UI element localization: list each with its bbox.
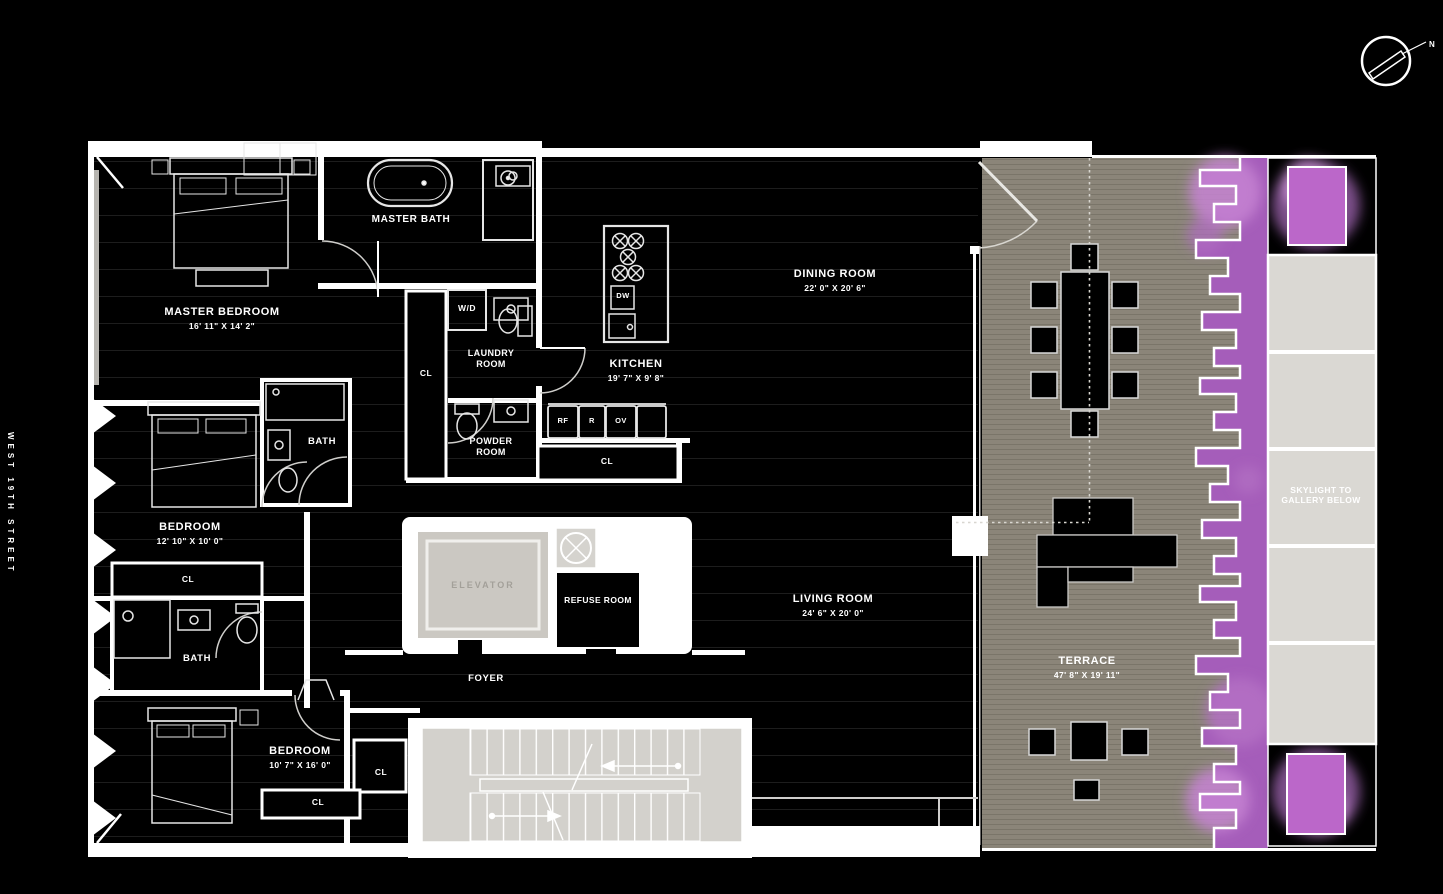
fixtures	[113, 142, 670, 824]
room-label-terrace: TERRACE 47' 8" X 19' 11"	[1053, 655, 1121, 681]
master-bath-fixtures	[366, 158, 534, 337]
outdoor-table	[1060, 271, 1110, 410]
shower-icon	[482, 159, 534, 241]
stair-rail	[479, 778, 689, 792]
elevator-cab	[416, 530, 550, 640]
bedroom3-bed	[147, 707, 259, 824]
north-label: N	[1429, 40, 1435, 49]
bath-lower-fixtures	[113, 599, 259, 659]
planter-box-bottom	[1286, 753, 1346, 835]
laundry-powder-fixtures	[447, 289, 529, 440]
planting-strip	[1186, 156, 1274, 848]
bedroom2-bed	[147, 401, 261, 508]
label-closet-bedroom3-right: CL	[374, 767, 388, 777]
label-range: R	[589, 416, 595, 425]
skylight-column	[1266, 157, 1378, 847]
label-closet-bedroom2: CL	[181, 574, 195, 584]
closets	[110, 289, 680, 820]
label-closet-bedroom3-bottom: CL	[311, 797, 325, 807]
stair-direction-arrows	[488, 743, 682, 841]
elevator-lobby	[402, 517, 692, 654]
room-label-living: LIVING ROOM 24' 6" X 20' 0"	[792, 593, 874, 619]
outdoor-lounge-set	[1028, 721, 1149, 801]
room-label-bath-lower: BATH	[182, 653, 212, 664]
north-arrow-icon: N	[1360, 35, 1435, 87]
skylight-panels	[1266, 253, 1378, 746]
label-oven: OV	[615, 416, 627, 425]
room-label-laundry: LAUNDRY ROOM	[467, 348, 515, 369]
washer-dryer-icon	[447, 289, 487, 331]
outdoor-dining-set	[1030, 243, 1139, 438]
kitchen-island	[602, 224, 670, 344]
reference-lines	[956, 158, 1091, 524]
planter-box-top	[1287, 166, 1347, 246]
room-label-elevator: ELEVATOR	[451, 580, 515, 590]
sink-icon	[495, 165, 531, 187]
room-label-dining: DINING ROOM 22' 0" X 20' 6"	[793, 268, 877, 294]
bath-upper-fixtures	[265, 383, 345, 493]
stairs	[408, 718, 752, 858]
bathtub-icon	[366, 158, 454, 208]
street-label: WEST 19TH STREET	[6, 432, 15, 575]
room-label-foyer: FOYER	[468, 673, 504, 684]
bench-icon	[297, 679, 335, 701]
bath-lower-room	[110, 596, 264, 694]
room-label-bedroom3: BEDROOM 10' 7" X 16' 0"	[269, 745, 331, 771]
toilet-icon	[236, 616, 258, 644]
room-label-kitchen: KITCHEN 19' 7" X 9' 8"	[607, 358, 665, 384]
label-skylight: SKYLIGHT TO GALLERY BELOW	[1281, 485, 1361, 506]
toilet-icon	[456, 412, 478, 440]
kitchen-appliance-row	[547, 403, 667, 439]
master-bed	[151, 142, 335, 701]
label-closet-corridor: CL	[419, 368, 433, 378]
refuse-room-box	[555, 571, 641, 649]
toilet-icon	[498, 308, 518, 334]
label-dishwasher: DW	[616, 291, 630, 300]
room-label-refuse: REFUSE ROOM	[564, 595, 632, 605]
cooktop-burners-icon	[611, 232, 645, 282]
fan-icon	[560, 532, 592, 564]
room-label-bath-upper: BATH	[307, 436, 337, 447]
room-label-master-bath: MASTER BATH	[371, 214, 451, 225]
label-refrigerator: RF	[557, 416, 569, 425]
room-label-powder: POWDER ROOM	[469, 436, 513, 457]
bath-upper-room	[260, 378, 352, 507]
terrace-furniture	[1028, 243, 1178, 801]
label-closet-kitchen: CL	[600, 456, 614, 466]
room-label-bedroom2: BEDROOM 12' 10" X 10' 0"	[156, 521, 224, 547]
sink-icon	[608, 313, 636, 339]
toilet-icon	[278, 467, 298, 493]
room-label-master-bedroom: MASTER BEDROOM 16' 11" X 14' 2"	[164, 306, 280, 332]
dishwasher-icon	[610, 285, 635, 310]
outdoor-sofa	[1036, 497, 1178, 608]
label-washer-dryer: W/D	[457, 303, 477, 313]
